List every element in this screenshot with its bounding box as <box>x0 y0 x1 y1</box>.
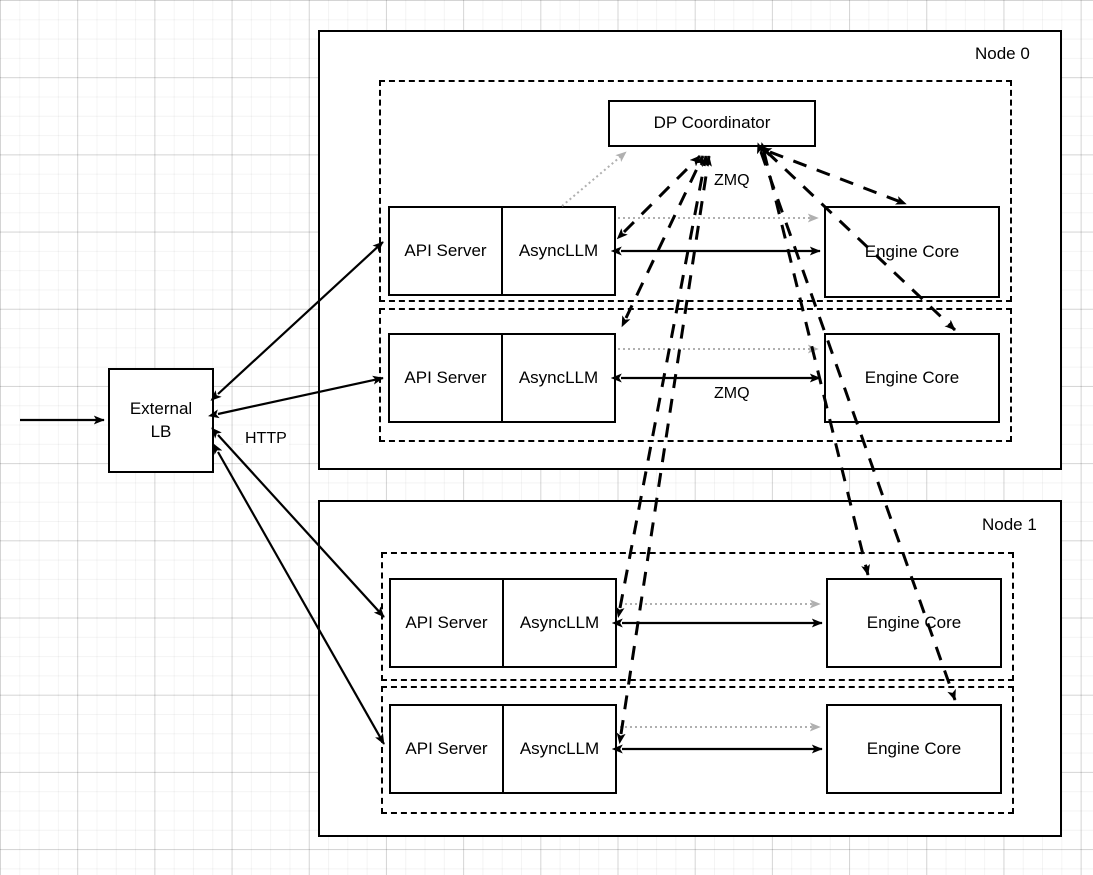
external-lb-line2: LB <box>150 421 172 441</box>
api-server-label: API Server <box>405 613 488 632</box>
api-server-label: API Server <box>404 368 487 387</box>
node-1-dp-1-engine-core[interactable]: Engine Core <box>826 704 1002 794</box>
api-server-label: API Server <box>404 241 487 260</box>
async-llm-label: AsyncLLM <box>519 613 600 632</box>
external-lb-line1: External <box>129 398 193 418</box>
api-server-label: API Server <box>405 739 488 758</box>
node-0-label: Node 0 <box>975 44 1030 63</box>
async-llm-cell[interactable]: AsyncLLM <box>503 335 614 421</box>
node-1-label: Node 1 <box>982 515 1037 534</box>
api-server-cell[interactable]: API Server <box>391 580 504 666</box>
http-edge-label: HTTP <box>243 430 289 448</box>
async-llm-cell[interactable]: AsyncLLM <box>504 706 615 792</box>
async-llm-label: AsyncLLM <box>518 368 599 387</box>
node-0-dp-0-server-unit[interactable]: API Server AsyncLLM <box>388 206 616 296</box>
dp-coordinator-label: DP Coordinator <box>653 113 771 133</box>
node-0-dp-1-engine-core[interactable]: Engine Core <box>824 333 1000 423</box>
api-server-cell[interactable]: API Server <box>391 706 504 792</box>
node-1-dp-1-server-unit[interactable]: API Server AsyncLLM <box>389 704 617 794</box>
external-lb-box[interactable]: External LB <box>108 368 214 473</box>
async-llm-label: AsyncLLM <box>519 739 600 758</box>
api-server-cell[interactable]: API Server <box>390 208 503 294</box>
engine-core-label: Engine Core <box>866 738 962 758</box>
async-llm-cell[interactable]: AsyncLLM <box>503 208 614 294</box>
api-server-cell[interactable]: API Server <box>390 335 503 421</box>
engine-core-label: Engine Core <box>864 367 960 387</box>
node-0-dp-0-engine-core[interactable]: Engine Core <box>824 206 1000 298</box>
node-0-dp-1-server-unit[interactable]: API Server AsyncLLM <box>388 333 616 423</box>
engine-core-label: Engine Core <box>864 241 960 261</box>
node-1-dp-0-server-unit[interactable]: API Server AsyncLLM <box>389 578 617 668</box>
async-llm-cell[interactable]: AsyncLLM <box>504 580 615 666</box>
dp-coordinator-box[interactable]: DP Coordinator <box>608 100 816 147</box>
async-llm-label: AsyncLLM <box>518 241 599 260</box>
zmq-edge-label-top: ZMQ <box>712 172 752 190</box>
engine-core-label: Engine Core <box>866 612 962 632</box>
zmq-edge-label-second: ZMQ <box>712 385 752 403</box>
node-1-dp-0-engine-core[interactable]: Engine Core <box>826 578 1002 668</box>
